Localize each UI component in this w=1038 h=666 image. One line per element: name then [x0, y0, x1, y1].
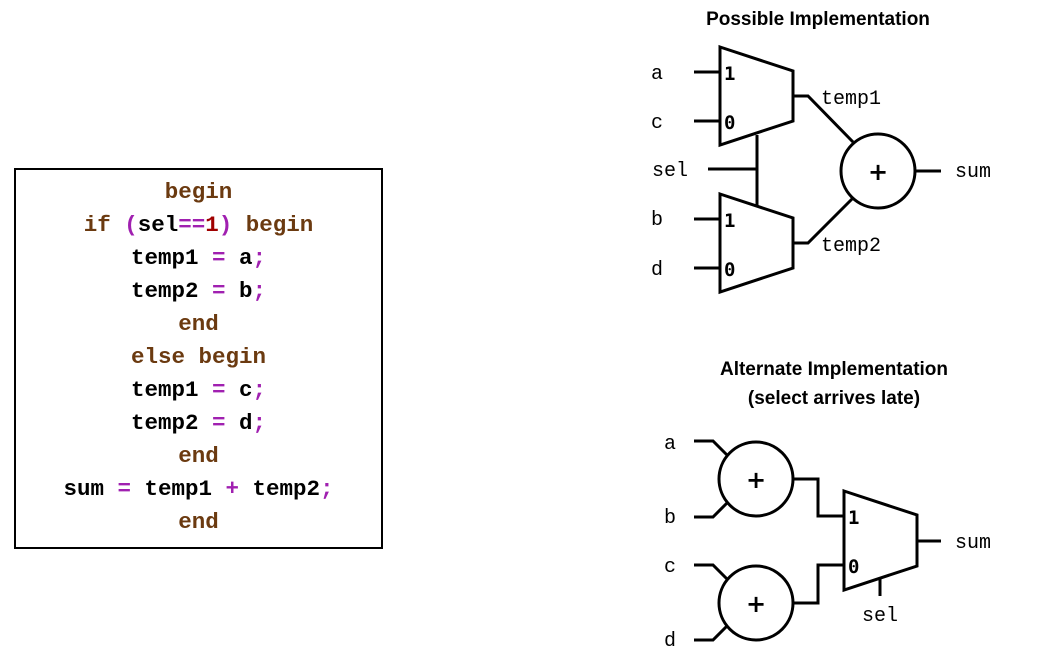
- code-token: 1: [205, 212, 219, 238]
- code-token: else begin: [130, 344, 267, 370]
- alternate-wires: [694, 439, 941, 642]
- code-token: begin: [164, 179, 233, 205]
- code-token: =: [211, 377, 226, 403]
- possible-implementation: Possible Implementation a c sel b d: [651, 9, 991, 295]
- alt-select-label: sel: [862, 605, 898, 628]
- code-line: temp1 = a;: [16, 242, 381, 275]
- code-token: temp2: [130, 278, 212, 304]
- input-label-sel: sel: [652, 160, 688, 183]
- code-token: ): [218, 212, 246, 238]
- mux2-input-1-label: 1: [724, 210, 735, 232]
- code-line: else begin: [16, 341, 381, 374]
- code-token: if: [83, 212, 125, 238]
- adder-cd: +: [717, 564, 795, 642]
- code-token: +: [225, 476, 240, 502]
- input-label-a: a: [651, 63, 663, 86]
- code-token: ;: [252, 377, 267, 403]
- code-token: (: [124, 212, 138, 238]
- adder-cd-symbol: +: [746, 590, 766, 618]
- code-token: =: [117, 476, 131, 502]
- alt-input-label-c: c: [664, 556, 676, 579]
- possible-title: Possible Implementation: [706, 9, 930, 30]
- code-line: temp2 = b;: [16, 275, 381, 308]
- alternate-title-line1: Alternate Implementation: [720, 359, 948, 380]
- code-line: end: [16, 440, 381, 473]
- code-line: end: [16, 506, 381, 539]
- code-token: temp1: [130, 476, 226, 502]
- output-label-sum: sum: [955, 161, 991, 184]
- alt-input-label-b: b: [664, 507, 676, 530]
- code-token: begin: [245, 212, 314, 238]
- possible-wires: [694, 70, 941, 270]
- code-token: end: [178, 443, 219, 469]
- temp1-label: temp1: [821, 88, 881, 111]
- mux-temp1: 1 0: [718, 44, 795, 148]
- alt-input-label-a: a: [664, 433, 676, 456]
- code-token: sum: [63, 476, 118, 502]
- code-token: temp1: [130, 245, 212, 271]
- input-label-b: b: [651, 209, 663, 232]
- adder-ab: +: [717, 440, 795, 518]
- input-label-d: d: [651, 259, 663, 282]
- code-token: sel: [137, 212, 179, 238]
- mux-temp2: 1 0: [718, 191, 795, 295]
- alternate-title-line2: (select arrives late): [748, 388, 920, 409]
- code-token: ;: [252, 410, 267, 436]
- input-label-c: c: [651, 112, 663, 135]
- alt-output-label-sum: sum: [955, 532, 991, 555]
- code-token: b: [225, 278, 253, 304]
- temp2-label: temp2: [821, 235, 881, 258]
- mux-sum: 1 0: [842, 488, 919, 593]
- alternate-implementation: Alternate Implementation (select arrives…: [664, 359, 991, 653]
- code-token: temp1: [130, 377, 212, 403]
- code-token: c: [225, 377, 253, 403]
- code-token: ;: [320, 476, 334, 502]
- code-token: end: [178, 311, 219, 337]
- code-line: begin: [16, 176, 381, 209]
- code-token: =: [211, 278, 226, 304]
- code-token: ;: [252, 278, 267, 304]
- mux-alt-input-0-label: 0: [848, 556, 859, 578]
- code-token: temp2: [130, 410, 212, 436]
- code-token: temp2: [239, 476, 321, 502]
- code-line: temp2 = d;: [16, 407, 381, 440]
- code-token: =: [211, 245, 226, 271]
- code-line: if (sel==1) begin: [16, 209, 381, 242]
- code-line: end: [16, 308, 381, 341]
- alt-input-label-d: d: [664, 630, 676, 653]
- code-token: ;: [252, 245, 267, 271]
- mux1-input-1-label: 1: [724, 63, 735, 85]
- code-token: d: [225, 410, 253, 436]
- code-token: a: [225, 245, 253, 271]
- mux1-input-0-label: 0: [724, 112, 735, 134]
- code-token: =: [211, 410, 226, 436]
- adder-possible: +: [839, 132, 917, 210]
- code-line: temp1 = c;: [16, 374, 381, 407]
- code-token: ==: [178, 212, 206, 238]
- code-line: sum = temp1 + temp2;: [16, 473, 381, 506]
- code-token: end: [178, 509, 219, 535]
- mux2-input-0-label: 0: [724, 259, 735, 281]
- mux-alt-input-1-label: 1: [848, 507, 859, 529]
- adder-possible-symbol: +: [868, 158, 888, 186]
- adder-ab-symbol: +: [746, 466, 766, 494]
